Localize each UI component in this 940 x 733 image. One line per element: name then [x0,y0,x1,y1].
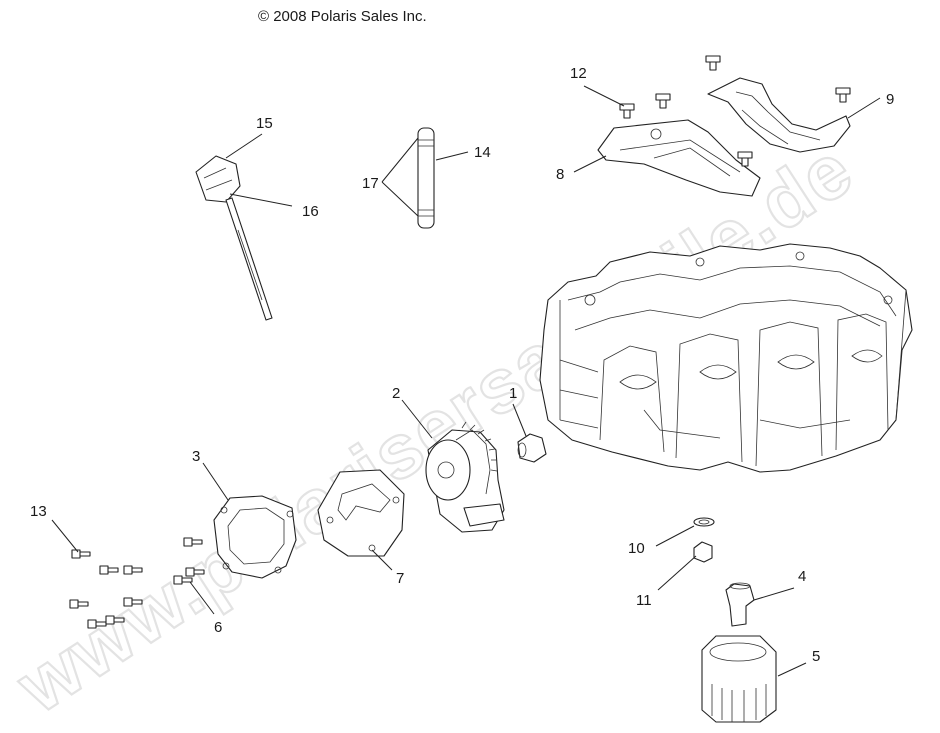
callout-6: 6 [214,619,222,636]
pump-cover-drawing [213,495,297,579]
callout-3: 3 [192,448,200,465]
callout-labels: 1 2 3 4 5 6 7 8 9 10 11 12 13 14 15 16 1… [30,65,894,665]
callout-10: 10 [628,540,645,557]
leader-lines [51,85,881,677]
crankcase-drawing [539,243,913,473]
filter-adapter-drawing [725,582,755,627]
copyright: © 2008 Polaris Sales Inc. [258,8,427,25]
drain-plug-drawing [693,517,715,563]
callout-14: 14 [474,144,491,161]
dipstick-drawing [195,155,273,321]
strainer-fitting-drawing [517,433,547,463]
callout-13: 13 [30,503,47,520]
callout-7: 7 [396,570,404,587]
callout-8: 8 [556,166,564,183]
callout-9: 9 [886,91,894,108]
oil-tube-drawing [417,127,435,229]
bolts-drawing [69,537,205,629]
callout-2: 2 [392,385,400,402]
callout-5: 5 [812,648,820,665]
oil-pump-drawing [425,421,505,533]
baffle-screws-drawing [619,55,851,167]
callout-11: 11 [636,592,652,609]
callout-15: 15 [256,115,273,132]
callout-16: 16 [302,203,319,220]
callout-4: 4 [798,568,806,585]
gasket-drawing [317,469,405,557]
callout-12: 12 [570,65,587,82]
crank-baffle-drawing [707,77,851,153]
callout-1: 1 [509,385,517,402]
oil-filter-drawing [701,635,777,723]
baffle-plate-drawing [597,119,761,197]
callout-17: 17 [362,175,379,192]
